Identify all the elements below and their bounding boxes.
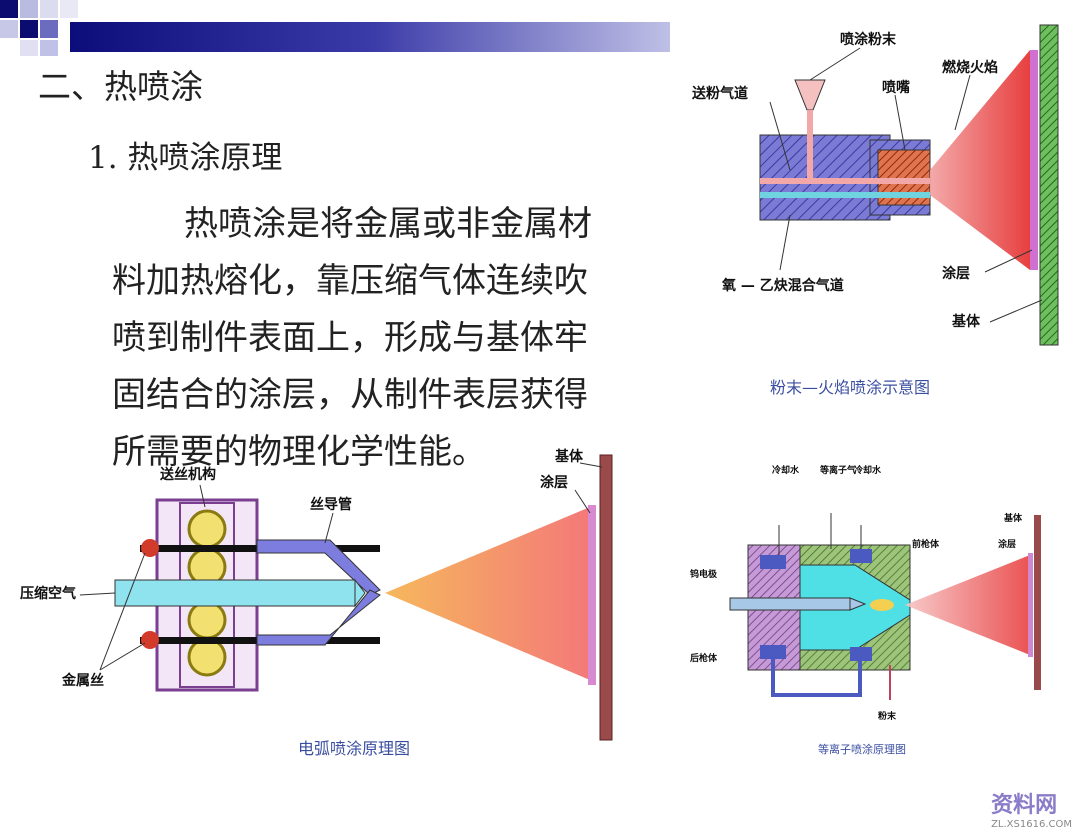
paragraph-line: 料加热熔化，靠压缩气体连续吹	[112, 261, 588, 301]
label-arc-substrate: 基体	[555, 448, 584, 465]
flame-caption: 粉末—火焰喷涂示意图	[770, 378, 931, 397]
slide-subtitle: 1. 热喷涂原理	[88, 140, 283, 176]
watermark-url: ZL.XS1616.COM	[991, 819, 1072, 830]
label-wire: 金属丝	[61, 672, 104, 689]
label-flame: 燃烧火焰	[942, 59, 998, 76]
label-air: 压缩空气	[20, 585, 76, 602]
label-water-right: 冷却水	[854, 464, 882, 476]
label-feed-mech: 送丝机构	[159, 466, 216, 483]
label-coating: 涂层	[942, 265, 970, 282]
header-bar	[0, 0, 670, 56]
label-gas: 氧 — 乙炔混合气道	[721, 277, 844, 294]
watermark: 资料网 ZL.XS1616.COM	[991, 787, 1072, 830]
label-arc-coating: 涂层	[540, 474, 568, 491]
label-substrate: 基体	[952, 313, 981, 330]
label-plasma-gas: 等离子气	[819, 464, 856, 476]
slide-paragraph: 热喷涂是将金属或非金属材 料加热熔化，靠压缩气体连续吹 喷到制件表面上，形成与基…	[112, 196, 652, 481]
header-decoration	[0, 0, 670, 56]
flame-spray-diagram: 喷涂粉末 送粉气道 喷嘴 燃烧火焰 氧 — 乙炔混合气道 涂层 基体	[691, 24, 1059, 346]
plasma-caption: 等离子喷涂原理图	[818, 743, 906, 756]
plasma-spray-diagram: 冷却水 等离子气 冷却水 前枪体 基体 涂层 钨电极 后枪体 粉末	[690, 464, 1041, 722]
paragraph-line: 所需要的物理化学性能。	[112, 432, 486, 472]
label-water-left: 冷却水	[772, 464, 800, 476]
label-nozzle: 喷嘴	[882, 79, 910, 96]
paragraph-line: 固结合的涂层，从制件表层获得	[112, 375, 588, 415]
label-rear-gun: 后枪体	[690, 652, 718, 664]
slide-title: 二、热喷涂	[38, 67, 203, 106]
label-guide: 丝导管	[310, 496, 352, 513]
label-front-gun: 前枪体	[912, 538, 940, 550]
label-plasma-substrate: 基体	[1003, 512, 1023, 524]
label-powder: 喷涂粉末	[840, 31, 897, 48]
arc-caption: 电弧喷涂原理图	[298, 739, 411, 758]
label-plasma-coating: 涂层	[998, 538, 1016, 550]
watermark-text: 资料网	[991, 793, 1058, 818]
arc-spray-diagram: 送丝机构 丝导管 基体 涂层 压缩空气 金属丝	[20, 448, 613, 741]
label-feed: 送粉气道	[691, 85, 748, 102]
label-electrode: 钨电极	[690, 568, 718, 580]
label-plasma-powder: 粉末	[878, 710, 897, 722]
paragraph-line: 喷到制件表面上，形成与基体牢	[112, 318, 588, 358]
paragraph-line: 热喷涂是将金属或非金属材	[184, 204, 592, 244]
